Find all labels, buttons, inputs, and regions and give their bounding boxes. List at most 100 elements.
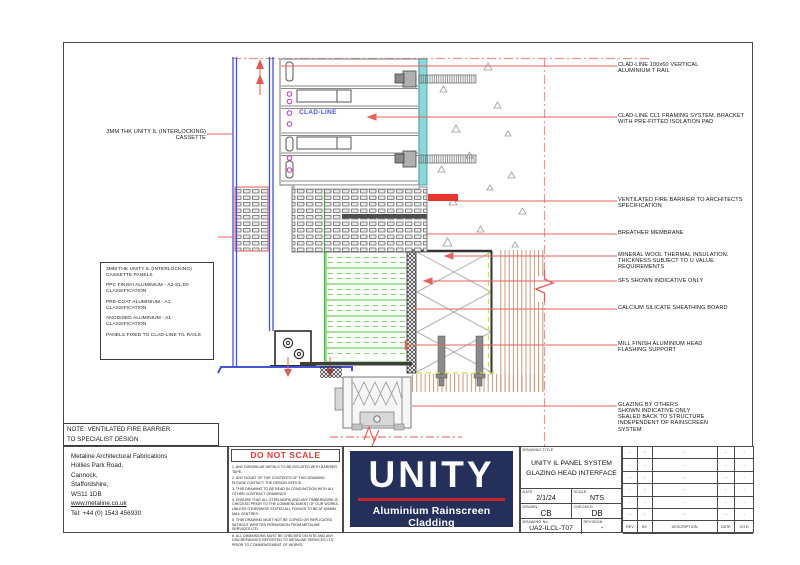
revision-row-cell: - — [717, 496, 736, 509]
annotation-line: REQUIREMENTS — [618, 264, 665, 271]
rail-slots — [285, 61, 352, 179]
address-line: Cannock, — [71, 471, 98, 479]
fire-barrier-note-box: NOTE: VENTILATED FIRE BARRIER TO SPECIAL… — [63, 423, 219, 446]
revision-row-cell: - — [637, 484, 653, 497]
revision-row-cell: - — [652, 496, 718, 509]
revision-label: REVISION — [583, 520, 603, 524]
revision-row-cell: - — [717, 447, 736, 460]
revision-value: - — [600, 525, 604, 532]
general-note: 4. ENSURE THAT ALL STEELWORK AND ANY TIM… — [232, 497, 339, 516]
rev-col-header: DATE — [717, 521, 736, 534]
revision-row-cell: - — [735, 509, 753, 522]
sfs-yellow-dashed-lines — [417, 254, 498, 374]
general-note: 5. THIS DRAWING MUST NOT BE COPIED OR RE… — [232, 518, 333, 532]
drawn-value: CB — [540, 508, 552, 518]
annotation-line: SYSTEM — [618, 426, 642, 433]
revision-table-header: REV BY DESCRIPTION DATE CH'D — [623, 521, 753, 534]
annotation-breather-membrane: BREATHER MEMBRANE — [618, 230, 684, 236]
general-notes: 1. ANY DISSIMILAR METALS TO BE ISOLATED … — [229, 464, 342, 550]
glazing-centre-line — [330, 425, 462, 447]
revision-table-rows: ------------------------------ — [623, 447, 753, 522]
revision-row-cell: - — [735, 459, 753, 472]
revision-table: ------------------------------ REV BY DE… — [622, 446, 754, 534]
date-cell: DATE 2/1/24 — [521, 489, 572, 504]
general-note: 6. ALL DIMENSIONS MUST BE CHECKED ON SIT… — [232, 533, 334, 548]
revision-row-cell: - — [717, 459, 736, 472]
annotation-line: MINERAL WOOL THERMAL INSULATION. — [618, 252, 729, 258]
annotation-line: GLAZING BY OTHERS — [618, 402, 679, 408]
rev-col-header: CH'D — [735, 521, 753, 534]
revision-row: ----- — [623, 496, 753, 509]
drawing-title-line2: GLAZING HEAD INTERFACE — [526, 470, 617, 477]
annotation-sfs: SFS SHOWN INDICATIVE ONLY — [618, 278, 703, 284]
clad-line-rail-label: CLAD-LINE — [299, 109, 337, 116]
drawing-number-value: UA2-ILCL-T07 — [529, 525, 573, 532]
annotation-line: CLAD-LINE 100x60 VERTICAL — [618, 62, 699, 68]
revision-row: ----- — [623, 484, 753, 497]
drawing-title-cell: DRAWING TITLE UNITY IL PANEL SYSTEM GLAZ… — [521, 447, 622, 489]
revision-row-cell: - — [652, 471, 718, 485]
drawn-label: DRAWN — [522, 505, 538, 509]
revision-row-cell: - — [735, 497, 753, 509]
bracket-fixing-screw-top — [394, 70, 477, 88]
revision-cell: REVISION - — [582, 519, 622, 534]
general-note: 2. ANY DOUBT OF THE CONTENTS OF THIS DRA… — [232, 475, 325, 485]
revision-row-cell: - — [637, 496, 653, 509]
drawn-cell: DRAWN CB — [521, 504, 572, 519]
rev-col-header: DESCRIPTION — [652, 521, 718, 534]
annotation-sheathing-board: CALCIUM SILICATE SHEATHING BOARD — [618, 305, 728, 311]
annotation-line: SFS SHOWN INDICATIVE ONLY — [618, 278, 704, 284]
address-line: Staffordshire, — [71, 481, 109, 489]
unity-logo-name: UNITY — [368, 454, 495, 495]
revision-row-cell: - — [717, 484, 736, 497]
unity-logo-rule — [358, 498, 505, 501]
spec-line: PPC FINISH ALUMINIUM - A2-S1,D0 CLASSIFI… — [106, 283, 189, 295]
annotation-t-rail: CLAD-LINE 100x60 VERTICAL ALUMINIUM T RA… — [618, 62, 698, 74]
revision-row-cell: - — [735, 447, 753, 460]
revision-row-cell: - — [623, 459, 638, 472]
annotation-line: 3MM THK UNITY IL (INTERLOCKING) — [106, 129, 206, 135]
annotation-line: ALUMINIUM T RAIL — [618, 68, 670, 75]
annotation-cassette: 3MM THK UNITY IL (INTERLOCKING) CASSETTE — [84, 129, 206, 141]
checked-value: DB — [591, 508, 603, 518]
revision-row: ----- — [623, 447, 753, 460]
annotation-line: MILL FINISH ALUMINIUM HEAD — [618, 341, 703, 347]
spec-line: 3MM THK UNITY IL (INTERLOCKING) CASSETTE… — [106, 267, 192, 278]
address-line: WS11 1DB — [71, 490, 102, 498]
revision-row-cell: - — [623, 484, 638, 497]
drawing-number-label: DRAWING No. — [522, 520, 549, 524]
annotation-line: BREATHER MEMBRANE — [618, 230, 684, 236]
scale-value: NTS — [590, 494, 604, 502]
rev-col-header: REV — [623, 521, 638, 534]
revision-row-cell: - — [623, 471, 638, 485]
annotation-framing-bracket: CLAD-LINE CL1 FRAMING SYSTEM. BRACKET WI… — [618, 113, 744, 125]
unity-logo-tagline: Aluminium Rainscreen Cladding — [372, 504, 491, 529]
revision-row-cell: - — [637, 471, 653, 485]
annotation-line: VENTILATED FIRE BARRIER TO ARCHITECTS — [618, 197, 743, 203]
annotation-line: THICKNESS SUBJECT TO U VALUE — [618, 258, 714, 265]
annotation-fire-barrier: VENTILATED FIRE BARRIER TO ARCHITECTS SP… — [618, 197, 743, 209]
revision-row-cell: - — [652, 484, 718, 497]
sfs-studs — [435, 335, 486, 387]
scale-label: SCALE — [573, 490, 587, 494]
annotation-line: SEALED BACK TO STRUCTURE — [618, 414, 705, 421]
spec-line: PANELS FIXED TO CLAD-LINE T/L RAILS — [106, 332, 201, 338]
revision-row-cell: - — [735, 472, 753, 485]
breather-membrane-line — [342, 214, 427, 219]
annotation-line: CASSETTE — [175, 135, 206, 142]
unity-logo: UNITY Aluminium Rainscreen Cladding — [350, 451, 513, 529]
revision-row: ----- — [623, 508, 753, 522]
revision-row-cell: - — [717, 508, 736, 522]
annotation-line: WITH PRE-FITTED ISOLATION PAD — [618, 119, 714, 126]
checked-cell: CHECKED DB — [572, 504, 622, 519]
annotation-line: FLASHING SUPPORT — [618, 347, 677, 354]
general-note: 1. ANY DISSIMILAR METALS TO BE ISOLATED … — [232, 465, 337, 474]
scale-cell: SCALE NTS — [572, 489, 622, 504]
revision-row: ----- — [623, 471, 753, 485]
annotation-line: SHOWN INDICATIVE ONLY — [618, 408, 691, 415]
cassette-panel-lines — [232, 57, 274, 367]
note-line: TO SPECIALIST DESIGN — [67, 435, 139, 443]
address-line: Hollies Park Road, — [71, 462, 124, 470]
flashing-support-bar — [300, 362, 412, 366]
